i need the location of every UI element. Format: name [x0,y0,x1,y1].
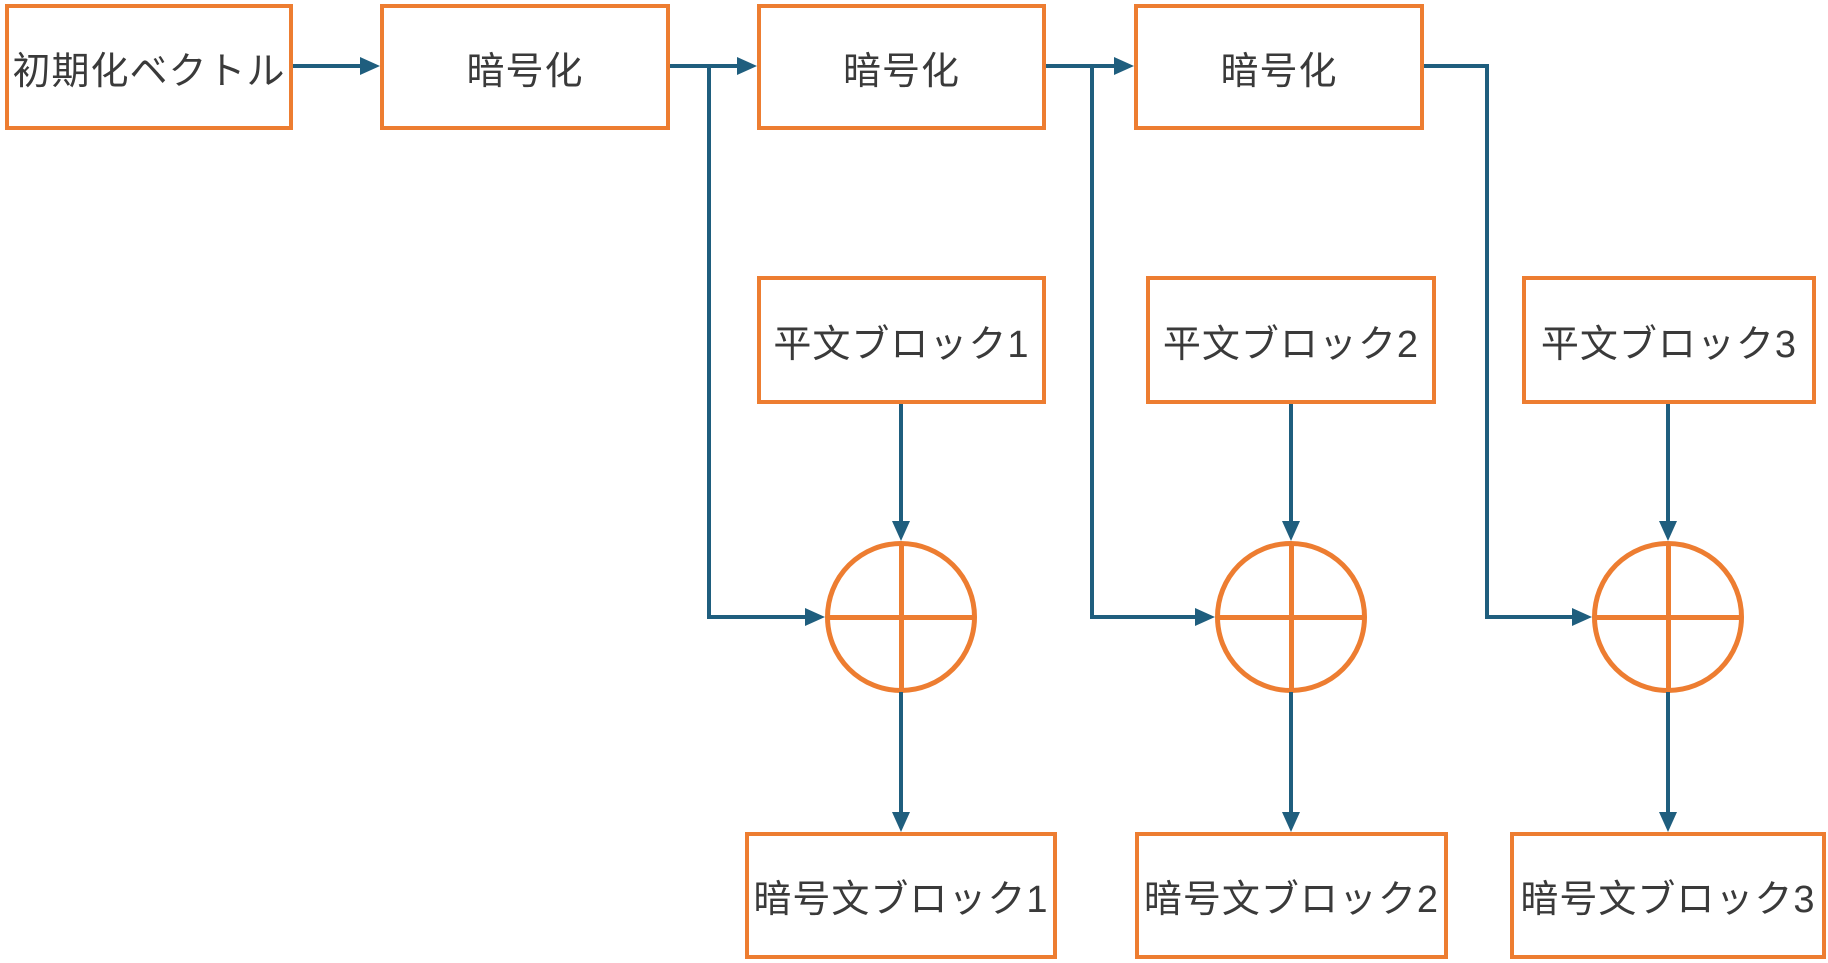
arrow-plaintext3-to-xor3 [1666,404,1670,521]
xor-cross-vertical [1665,544,1671,690]
ciphertext-block-2-box: 暗号文ブロック2 [1135,832,1448,959]
arrow-encrypt3-output [1424,64,1489,68]
encrypt-label-2: 暗号化 [842,50,960,93]
xor-cross-vertical [1288,544,1294,690]
arrow-plaintext2-to-xor2 [1289,404,1293,521]
xor-circle-plus-icon [1215,541,1367,693]
arrow-into-xor1-left [707,615,805,619]
plaintext-block-1-box: 平文ブロック1 [757,276,1046,404]
arrowhead-into-xor2 [1195,608,1215,626]
arrowhead-into-xor1 [805,608,825,626]
branch-line-encrypt1-to-xor1 [707,64,711,619]
arrow-into-xor2-left [1090,615,1195,619]
ciphertext-block-3-box: 暗号文ブロック3 [1510,832,1826,959]
arrow-encrypt2-to-encrypt3 [1046,64,1114,68]
encrypt-box-1: 暗号化 [380,4,670,130]
encrypt-label-1: 暗号化 [466,50,584,93]
init-vector-label: 初期化ベクトル [12,50,286,93]
init-vector-box: 初期化ベクトル [5,4,293,130]
arrowhead-into-encrypt1 [360,57,380,75]
xor-cross-vertical [898,544,904,690]
arrowhead-plaintext3-into-xor3 [1659,521,1677,541]
encrypt-box-2: 暗号化 [757,4,1046,130]
plaintext-block-2-box: 平文ブロック2 [1146,276,1436,404]
arrow-into-xor3-left [1485,615,1572,619]
arrow-iv-to-encrypt1 [293,64,360,68]
ciphertext-block-3-label: 暗号文ブロック3 [1520,879,1816,921]
arrow-encrypt1-to-encrypt2 [670,64,737,68]
arrowhead-into-ciphertext2 [1282,812,1300,832]
encrypt-box-3: 暗号化 [1134,4,1424,130]
arrow-xor1-to-ciphertext1 [899,692,903,812]
plaintext-block-3-box: 平文ブロック3 [1522,276,1816,404]
arrowhead-into-encrypt2 [737,57,757,75]
ciphertext-block-1-label: 暗号文ブロック1 [753,879,1049,921]
branch-line-encrypt3-to-xor3 [1485,64,1489,619]
arrowhead-into-xor3 [1572,608,1592,626]
arrowhead-into-ciphertext3 [1659,812,1677,832]
arrowhead-into-encrypt3 [1114,57,1134,75]
arrow-xor3-to-ciphertext3 [1666,692,1670,812]
encrypt-label-3: 暗号化 [1220,50,1338,93]
arrowhead-plaintext2-into-xor2 [1282,521,1300,541]
arrow-xor2-to-ciphertext2 [1289,692,1293,812]
arrowhead-plaintext1-into-xor1 [892,521,910,541]
plaintext-block-3-label: 平文ブロック3 [1540,323,1798,366]
plaintext-block-1-label: 平文ブロック1 [773,323,1030,366]
arrowhead-into-ciphertext1 [892,812,910,832]
ciphertext-block-2-label: 暗号文ブロック2 [1143,879,1440,921]
plaintext-block-2-label: 平文ブロック2 [1162,323,1420,366]
xor-circle-plus-icon [1592,541,1744,693]
ciphertext-block-1-box: 暗号文ブロック1 [745,832,1057,959]
xor-circle-plus-icon [825,541,977,693]
branch-line-encrypt2-to-xor2 [1090,64,1094,619]
arrow-plaintext1-to-xor1 [899,404,903,521]
